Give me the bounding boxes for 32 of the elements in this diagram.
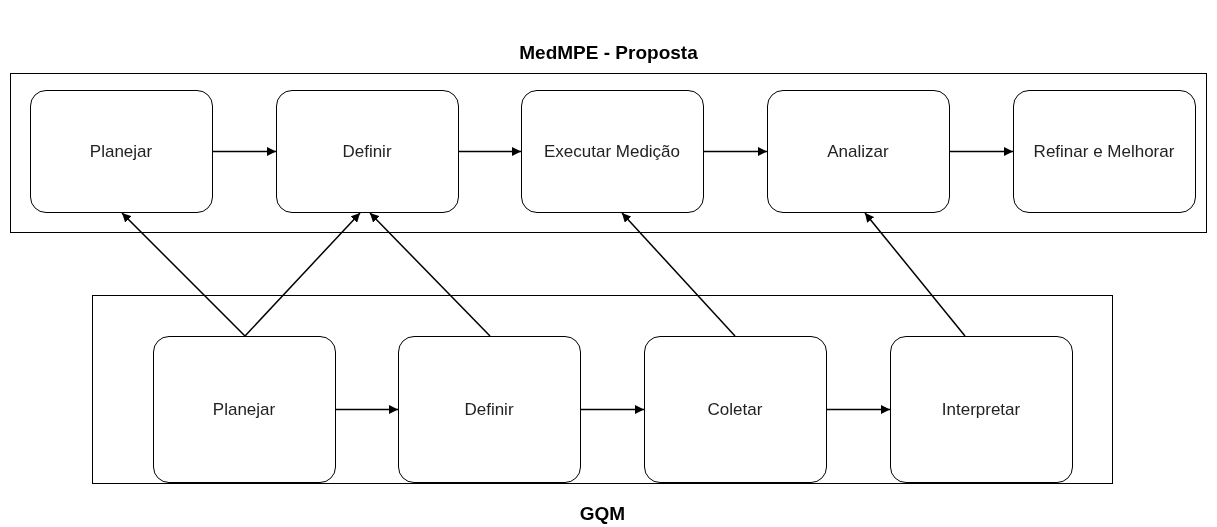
arrow	[121, 212, 246, 337]
step-label: Analizar	[826, 140, 890, 163]
arrow	[826, 405, 891, 414]
arrow	[949, 147, 1014, 156]
arrow	[212, 147, 277, 156]
process-box	[1012, 89, 1196, 213]
arrow	[244, 212, 361, 337]
process-box	[643, 335, 827, 483]
arrow	[369, 212, 491, 337]
process-box	[889, 335, 1073, 483]
process-box	[275, 89, 459, 213]
arrow	[580, 405, 645, 414]
arrow	[458, 147, 522, 156]
process-box	[152, 335, 336, 483]
arrow	[335, 405, 399, 414]
step-label: Planejar	[211, 398, 277, 421]
step-label: Coletar	[706, 398, 764, 421]
step-label: Definir	[463, 398, 515, 421]
step-label: Definir	[341, 140, 393, 163]
step-label: Planejar	[88, 140, 154, 163]
group-title: GQM	[578, 503, 627, 525]
process-box	[29, 89, 213, 213]
arrow	[621, 212, 736, 337]
arrow	[864, 212, 966, 337]
process-box	[520, 89, 704, 213]
process-box	[766, 89, 950, 213]
step-label: Executar Medição	[542, 140, 682, 163]
process-box	[397, 335, 581, 483]
step-label: Interpretar	[940, 398, 1022, 421]
arrow	[703, 147, 768, 156]
group-title: MedMPE - Proposta	[518, 42, 699, 64]
step-label: Refinar e Melhorar	[1032, 140, 1176, 163]
